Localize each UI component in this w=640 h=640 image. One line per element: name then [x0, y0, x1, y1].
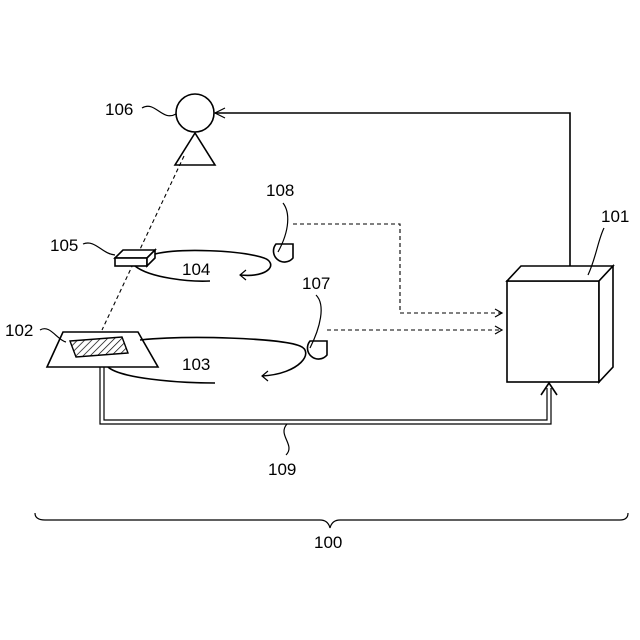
- system-brace: [35, 513, 628, 528]
- label-104: 104: [182, 260, 210, 279]
- label-106: 106: [105, 100, 133, 119]
- leader-105: [83, 243, 115, 255]
- stage-102: [47, 332, 158, 367]
- label-108: 108: [266, 181, 294, 200]
- reel-108: [273, 244, 293, 262]
- label-102: 102: [5, 321, 33, 340]
- arrowhead-109: [541, 383, 557, 395]
- leader-109: [284, 424, 289, 455]
- label-107: 107: [302, 274, 330, 293]
- camera-unit: [175, 94, 215, 165]
- signal-line-108: [293, 224, 502, 313]
- signal-line-109-inner: [104, 367, 547, 420]
- reel-107: [307, 341, 327, 359]
- leader-106: [142, 106, 176, 116]
- label-109: 109: [268, 460, 296, 479]
- sensor-head-front: [115, 258, 147, 266]
- controller-front: [507, 281, 599, 382]
- controller-101: [507, 266, 613, 382]
- cable-103-upper: [140, 338, 306, 376]
- reel-108-body: [273, 244, 293, 262]
- camera-lens: [176, 94, 214, 132]
- label-103: 103: [182, 355, 210, 374]
- sample-hatched: [70, 337, 128, 357]
- controller-top: [507, 266, 613, 281]
- label-100: 100: [314, 533, 342, 552]
- reel-107-body: [307, 341, 327, 359]
- camera-stand: [175, 133, 215, 165]
- label-105: 105: [50, 236, 78, 255]
- leader-107: [310, 295, 321, 348]
- sensor-head-105: [115, 250, 155, 266]
- cable-104-upper: [155, 251, 271, 276]
- optical-path: [102, 156, 184, 330]
- label-101: 101: [601, 207, 629, 226]
- controller-side: [599, 266, 613, 382]
- signal-line-109-outer: [100, 367, 551, 424]
